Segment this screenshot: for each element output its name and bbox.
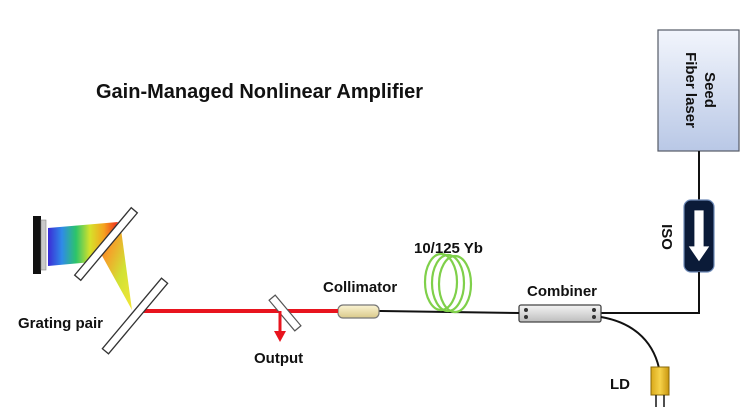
output-pickoff: Output (254, 294, 303, 367)
ld-label: LD (610, 376, 630, 393)
dispersed-beam-upper (48, 222, 118, 266)
output-label: Output (254, 350, 303, 367)
combiner: Combiner (518, 283, 602, 323)
collimator-label: Collimator (323, 279, 397, 296)
fiber-coil-label: 10/125 Yb (414, 240, 483, 257)
combiner-label: Combiner (527, 283, 597, 300)
grating-pair-label: Grating pair (18, 315, 103, 332)
isolator: ISO (658, 199, 715, 273)
collimator: Collimator (323, 279, 397, 319)
yb-fiber-coil (423, 252, 473, 314)
iso-label: ISO (658, 224, 675, 250)
grating-lower (101, 277, 169, 355)
fiber-combiner-to-ld (600, 316, 660, 369)
seed-fiber-laser: Seed Fiber laser (657, 29, 740, 152)
seed-label-line2: Fiber laser (682, 52, 699, 128)
end-mirror (33, 216, 47, 274)
seed-label-line1: Seed (701, 72, 718, 108)
output-arrow-icon (274, 331, 286, 342)
fiber-iso-to-combiner (601, 272, 700, 314)
isolator-arrow-icon (687, 209, 711, 263)
diagram-title: Gain-Managed Nonlinear Amplifier (96, 81, 423, 103)
laser-diode: LD (610, 366, 670, 407)
grating-upper (73, 206, 139, 282)
